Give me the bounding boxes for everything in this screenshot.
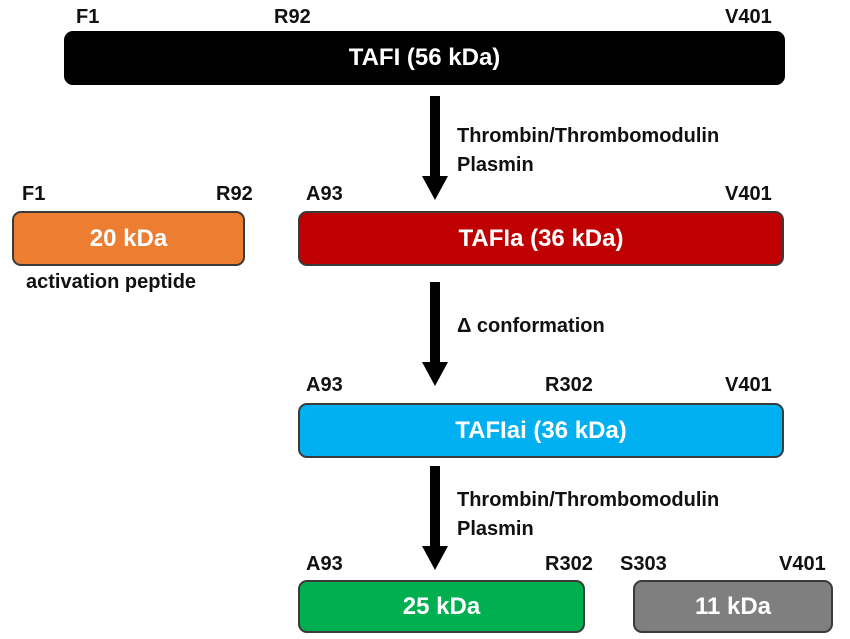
tafiai-label: TAFIai (36 kDa) — [455, 416, 627, 444]
tafia-start-residue: A93 — [306, 183, 343, 205]
tafiai-box: TAFIai (36 kDa) — [298, 403, 784, 458]
peptide-start-residue: F1 — [22, 183, 46, 205]
tafiai-start-residue: A93 — [306, 374, 343, 396]
arrow-conformation — [422, 282, 448, 386]
frag11-end-residue: V401 — [779, 553, 826, 575]
cleavage-enzymes: Thrombin/Thrombomodulin Plasmin — [457, 486, 719, 544]
arrow-cleavage — [422, 466, 448, 570]
tafia-end-residue: V401 — [725, 183, 772, 205]
tafi-box: TAFI (56 kDa) — [64, 31, 785, 85]
tafia-box: TAFIa (36 kDa) — [298, 211, 784, 266]
activation-enzyme-line1: Thrombin/Thrombomodulin — [457, 125, 720, 147]
frag25-start-residue: A93 — [306, 553, 343, 575]
peptide-box: 20 kDa — [12, 211, 245, 266]
fragment-25kda-box: 25 kDa — [298, 580, 585, 633]
activation-enzymes: Thrombin/Thrombomodulin Plasmin — [457, 122, 719, 180]
conformation-label: Δ conformation — [457, 315, 605, 337]
activation-enzyme-line2: Plasmin — [457, 154, 534, 176]
fragment-25kda-label: 25 kDa — [402, 592, 481, 620]
tafia-label: TAFIa (36 kDa) — [458, 224, 624, 252]
peptide-label: 20 kDa — [89, 224, 168, 252]
peptide-end-residue: R92 — [216, 183, 253, 205]
tafi-label: TAFI (56 kDa) — [348, 44, 501, 71]
arrow-activation — [422, 96, 448, 200]
tafi-end-residue: V401 — [725, 6, 772, 28]
tafi-start-residue: F1 — [76, 6, 100, 28]
frag11-start-residue: S303 — [620, 553, 667, 575]
tafi-cleavage-residue: R92 — [274, 6, 311, 28]
tafiai-end-residue: V401 — [725, 374, 772, 396]
conformation-change: Δ conformation — [457, 312, 605, 341]
tafiai-cleavage-residue: R302 — [545, 374, 593, 396]
fragment-11kda-label: 11 kDa — [694, 592, 772, 620]
cleavage-enzyme-line1: Thrombin/Thrombomodulin — [457, 489, 720, 511]
fragment-11kda-box: 11 kDa — [633, 580, 833, 633]
cleavage-enzyme-line2: Plasmin — [457, 518, 534, 540]
peptide-caption: activation peptide — [26, 271, 197, 293]
frag25-end-residue: R302 — [545, 553, 593, 575]
